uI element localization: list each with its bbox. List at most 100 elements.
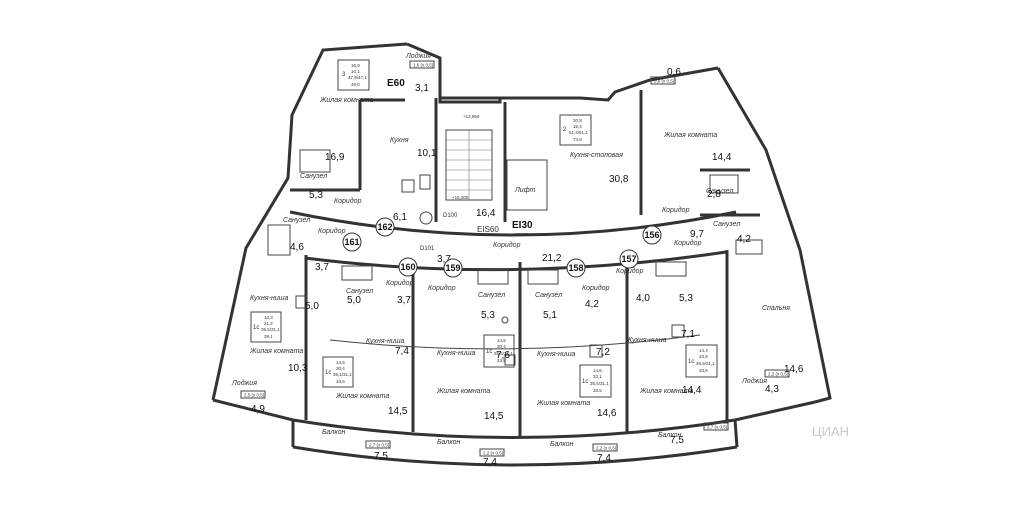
svg-text:10,1: 10,1 — [351, 69, 360, 74]
svg-text:2,2 (х 0,5): 2,2 (х 0,5) — [768, 372, 789, 377]
svg-text:30,4: 30,4 — [497, 344, 506, 349]
room-label: Коридор — [334, 197, 362, 205]
svg-text:14,6: 14,6 — [593, 368, 602, 373]
apartment-number-162: 162 — [375, 217, 395, 237]
area-value: 0,6 — [667, 67, 681, 78]
area-value: 10,3 — [288, 363, 308, 374]
area-tag: 2,2 (х 0,5) — [592, 443, 618, 452]
room-label: Коридор — [674, 239, 702, 247]
fire-rating: EIS60 — [477, 225, 499, 234]
summary-box: 1с 10,3 21,2 35,5/31,1 39,1 — [250, 311, 282, 343]
summary-box: 1с 14,5 30,4 35,5/31,1 33,5 — [483, 334, 515, 368]
svg-text:33,8: 33,8 — [699, 354, 708, 359]
area-value: 5,0 — [305, 301, 319, 312]
elevation-mark: +15,300 — [512, 232, 529, 237]
area-value: 14,6 — [784, 364, 804, 375]
svg-text:0,6 (х 0,5): 0,6 (х 0,5) — [654, 79, 675, 84]
area-value: 5,3 — [679, 293, 693, 304]
svg-text:14,5: 14,5 — [497, 338, 506, 343]
area-tag: 2,7 (х 0,5) — [365, 440, 391, 449]
fire-rating: E60 — [387, 78, 405, 89]
svg-text:14,5: 14,5 — [336, 360, 345, 365]
room-label: Коридор — [386, 279, 414, 287]
summary-box: 1с 14,4 33,8 35,5/31,1 33,5 — [685, 344, 718, 378]
svg-text:16,4: 16,4 — [573, 124, 582, 129]
apartment-number-161: 161 — [342, 232, 362, 252]
area-value: 4,0 — [636, 293, 650, 304]
outdoor-area-tags: 1,6 (х 0,5) 0,6 (х 0,5) 2,5 (х 0,5) 2,2 … — [240, 60, 790, 457]
svg-text:2,2 (х 0,5): 2,2 (х 0,5) — [483, 451, 504, 456]
room-labels: Лоджия Жилая комната Кухня Санузел Корид… — [231, 52, 790, 448]
svg-text:161: 161 — [344, 237, 359, 247]
room-label: Санузел — [535, 292, 562, 299]
svg-text:156: 156 — [644, 230, 659, 240]
area-value: 4,2 — [737, 234, 751, 245]
room-label: Кухня-ниша — [366, 338, 405, 345]
apartment-markers: 161 162 160 159 158 157 156 — [342, 217, 662, 278]
svg-text:3: 3 — [342, 72, 346, 78]
svg-text:33,1: 33,1 — [593, 374, 602, 379]
room-label: Санузел — [706, 188, 733, 195]
area-value: 3,7 — [315, 262, 329, 273]
area-tag: 2,5 (х 0,5) — [240, 390, 266, 399]
summary-box: 1с 14,5 30,4 35,1/31,1 33,5 — [322, 356, 354, 388]
room-label: Коридор — [662, 206, 690, 214]
area-value: 4,9 — [251, 404, 265, 415]
svg-text:1с: 1с — [582, 379, 588, 385]
room-label: Кухня-ниша — [250, 295, 289, 302]
apartment-number-160: 160 — [398, 257, 418, 277]
area-value: 7,1 — [681, 329, 695, 340]
apartment-number-156: 156 — [642, 225, 662, 245]
apartment-number-159: 159 — [443, 258, 463, 278]
room-label: Кухня-столовая — [570, 152, 623, 159]
area-value: 3,7 — [397, 295, 411, 306]
area-value: 4,3 — [765, 384, 779, 395]
svg-text:35,5/31,1: 35,5/31,1 — [494, 351, 513, 356]
room-label: Балкон — [550, 441, 574, 448]
svg-text:33,5: 33,5 — [699, 368, 708, 373]
area-tag: 0,6 (х 0,5) — [650, 76, 676, 85]
area-value: 4,2 — [585, 299, 599, 310]
area-value: 7,4 — [395, 346, 409, 357]
svg-text:35,5/31,1: 35,5/31,1 — [696, 361, 715, 366]
apartment-number-158: 158 — [566, 258, 586, 278]
room-label: Жилая комната — [536, 400, 590, 407]
area-value: 14,6 — [597, 408, 617, 419]
area-value: 4,6 — [290, 242, 304, 253]
svg-text:21,2: 21,2 — [264, 321, 273, 326]
room-label: Лоджия — [231, 379, 257, 387]
svg-text:33,5: 33,5 — [497, 358, 506, 363]
area-value: 30,8 — [609, 174, 629, 185]
outer-walls — [211, 42, 832, 467]
room-label: Кухня-ниша — [437, 350, 476, 357]
svg-text:33,5: 33,5 — [593, 388, 602, 393]
svg-text:1с: 1с — [325, 370, 331, 376]
elevation-mark: +13,950 — [463, 114, 480, 119]
svg-text:49,0: 49,0 — [351, 82, 360, 87]
room-label: Коридор — [493, 241, 521, 249]
area-value: 10,1 — [417, 148, 437, 159]
fire-rating: EI30 — [512, 220, 533, 231]
room-label: Жилая комната — [436, 388, 490, 395]
room-label: Кухня-ниша — [628, 337, 667, 344]
room-label: Жилая комната — [319, 97, 373, 104]
area-value: 3,1 — [415, 83, 429, 94]
summary-box: 3 16,9 10,1 47,9/47,1 49,0 — [337, 59, 370, 91]
svg-text:2,7 (х 0,5): 2,7 (х 0,5) — [707, 425, 728, 430]
area-value: 2,8 — [707, 189, 721, 200]
svg-text:14,4: 14,4 — [699, 348, 708, 353]
svg-text:35,5/31,1: 35,5/31,1 — [590, 381, 609, 386]
elevation-mark: +15,300 — [452, 195, 469, 200]
room-label: Коридор — [428, 284, 456, 292]
room-label: Санузел — [346, 288, 373, 295]
area-tag: 2,2 (х 0,5) — [479, 448, 505, 457]
svg-text:47,9/47,1: 47,9/47,1 — [348, 75, 367, 80]
svg-text:1с: 1с — [486, 349, 492, 355]
apartment-summaries: 3 16,9 10,1 47,9/47,1 49,0 2 30,8 16,4 5… — [250, 59, 718, 398]
area-value: 6,1 — [393, 212, 407, 223]
area-value: 7,4 — [483, 457, 497, 468]
area-values: 16,9 3,1 10,1 5,3 4,6 3,7 6,1 16,4 0,6 3… — [251, 67, 804, 468]
section-mark: D100 — [443, 213, 458, 219]
room-label: Жилая комната — [335, 393, 389, 400]
room-label: Балкон — [322, 429, 346, 436]
